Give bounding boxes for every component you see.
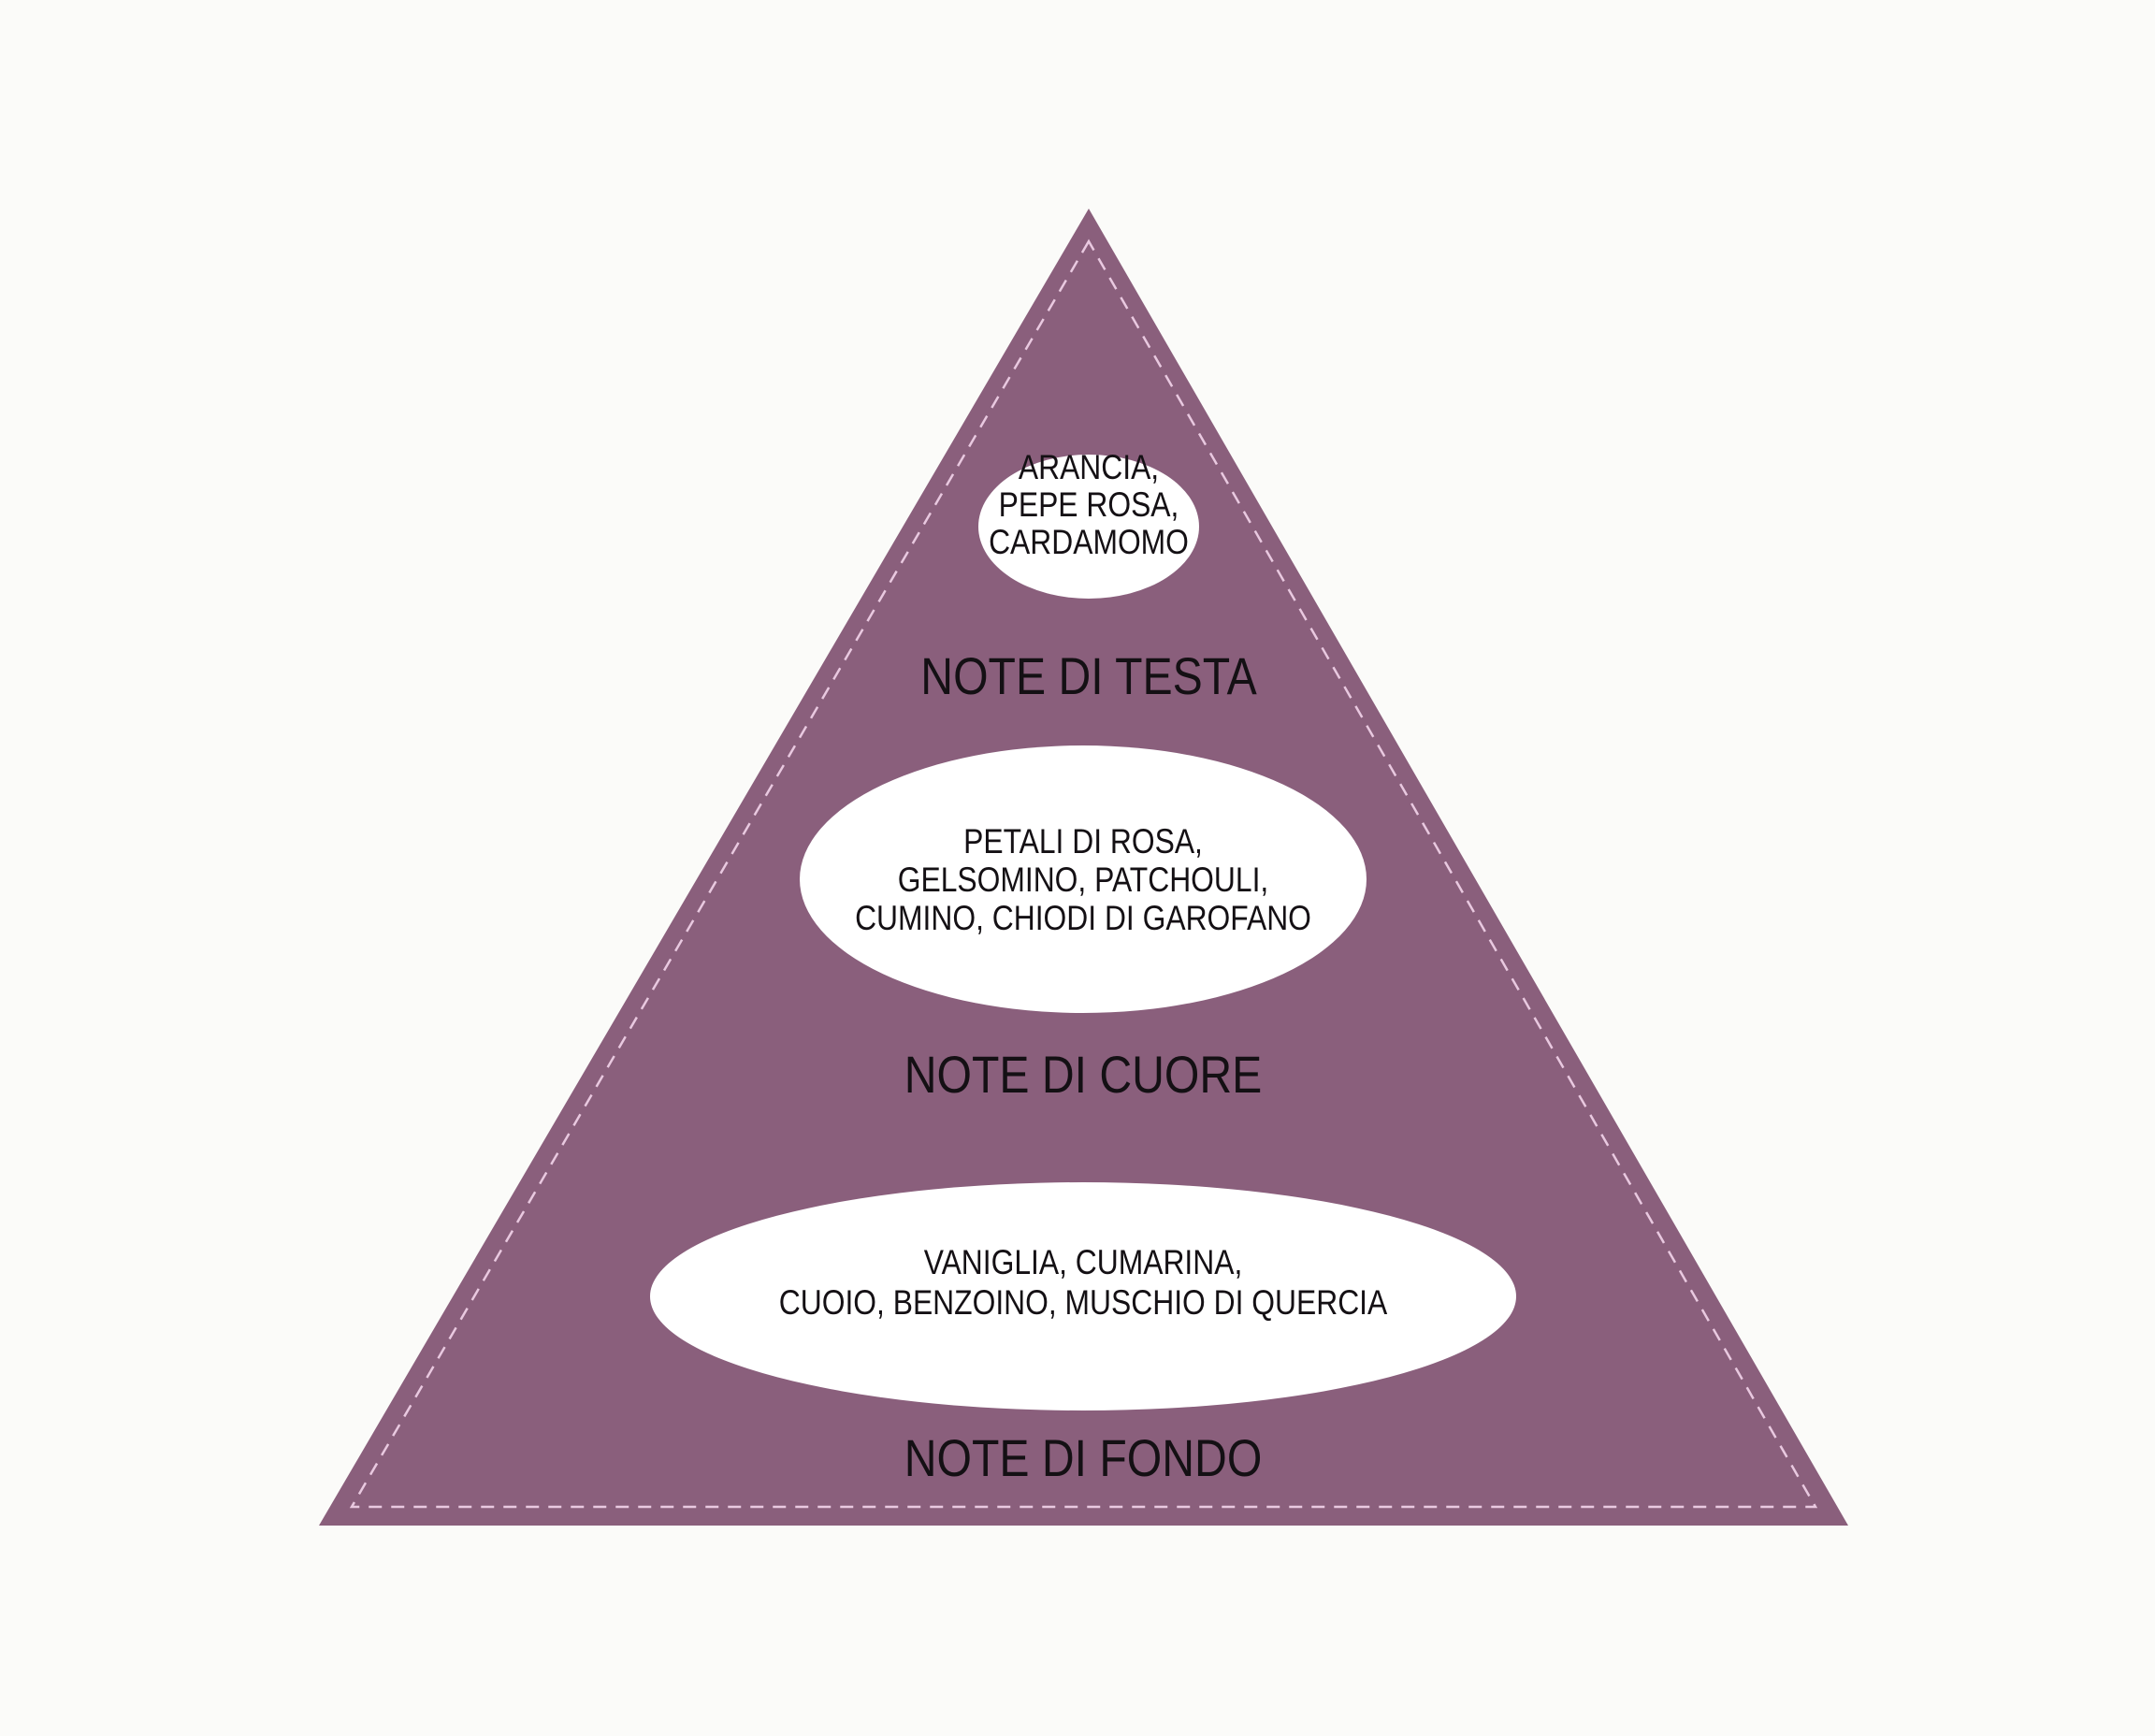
top-note-line: PEPE ROSA, [999, 486, 1179, 525]
heart-note-line: GELSOMINO, PATCHOULI, [898, 861, 1269, 900]
label-heart-notes: NOTE DI CUORE [904, 1047, 1263, 1105]
heart-note-line: PETALI DI ROSA, [963, 823, 1203, 861]
base-note-line: CUOIO, BENZOINO, MUSCHIO DI QUERCIA [779, 1284, 1387, 1323]
base-notes-ellipse [650, 1182, 1516, 1410]
top-notes-ellipse [978, 455, 1199, 599]
heart-notes-ellipse [800, 745, 1367, 1013]
base-note-line: VANIGLIA, CUMARINA, [924, 1244, 1243, 1282]
top-note-line: ARANCIA, [1019, 449, 1159, 487]
top-note-line: CARDAMOMO [989, 524, 1189, 562]
heart-note-line: CUMINO, CHIODI DI GAROFANO [855, 900, 1311, 938]
label-top-notes: NOTE DI TESTA [920, 648, 1257, 706]
label-base-notes: NOTE DI FONDO [904, 1430, 1263, 1488]
